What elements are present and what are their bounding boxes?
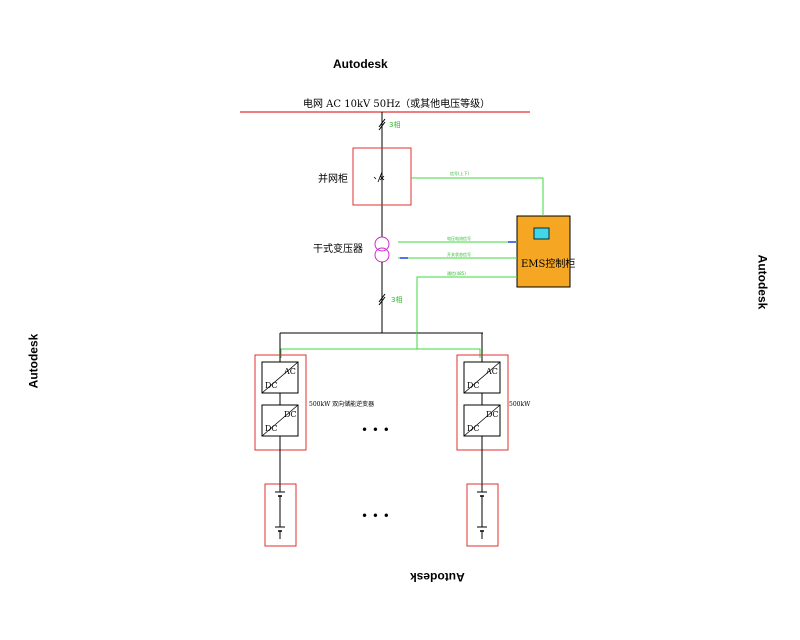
svg-text:DC: DC [486,410,499,419]
transformer-label: 干式变压器 [313,242,363,255]
svg-text:DC: DC [265,424,278,433]
svg-text:AC: AC [283,367,296,376]
svg-text:DC: DC [467,381,480,390]
transformer-icon [374,236,390,252]
breaker-icon [377,171,383,183]
svg-text:DC: DC [467,424,480,433]
phase-label-bottom: 3相 [391,295,402,304]
svg-text:信号(上下): 信号(上下) [450,170,470,176]
svg-text:DC: DC [265,381,278,390]
grid-label: 电网 AC 10kV 50Hz（或其他电压等级） [303,97,490,110]
pcs-right-label: 500kW [509,401,531,408]
grid-cabinet-label: 并网柜 [318,172,348,185]
ellipsis-pcs: • • • [361,423,390,437]
svg-text:DC: DC [284,410,297,419]
svg-text:通信(485): 通信(485) [447,270,466,276]
ems-screen-icon [533,227,550,240]
svg-text:AC: AC [485,367,498,376]
svg-text:开关状态信号: 开关状态信号 [447,251,471,257]
svg-text:电压电流信号: 电压电流信号 [447,235,471,241]
ellipsis-battery: • • • [361,509,390,523]
watermark-top: Autodesk [333,57,388,71]
grid-cabinet-box [352,147,412,206]
cabinet-signal-line [411,177,544,216]
phase-label-top: 3相 [389,120,400,129]
ems-label: EMS控制柜 [521,257,575,270]
ems-cabinet [516,215,571,288]
pcs-left-label: 500kW 双向储能逆变器 [309,400,374,408]
